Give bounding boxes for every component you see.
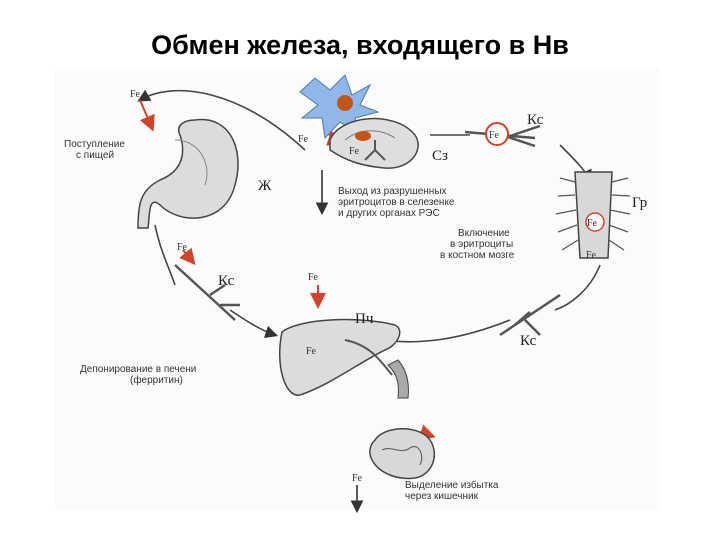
caption-marrow-1: Включение xyxy=(458,228,510,239)
fe-intake-arrow xyxy=(139,99,155,132)
fe-label-liver: Fe xyxy=(306,346,317,357)
caption-marrow-2: в эритроциты xyxy=(450,239,513,250)
caption-excretion-1: Выделение избытка xyxy=(405,479,499,491)
captions: Поступление с пищей Выход из разрушенных… xyxy=(64,139,515,502)
label-spleen: Сз xyxy=(432,148,448,164)
caption-spleen-1: Выход из разрушенных xyxy=(338,186,447,197)
label-blood-top: Кс xyxy=(527,112,544,128)
stomach-shape xyxy=(137,118,239,229)
organ-labels: Ж Сз Гр Пч Кс Кс Кс xyxy=(218,112,647,349)
caption-spleen-2: эритроцитов в селезенке xyxy=(338,197,455,208)
blood-vessel-right xyxy=(499,293,561,337)
fe-label-marrow-2: Fe xyxy=(586,250,597,261)
fe-label-spleen-2: Fe xyxy=(349,146,360,157)
label-stomach: Ж xyxy=(258,178,272,194)
blood-vessel-left xyxy=(174,264,240,321)
caption-spleen-3: и других органах РЭС xyxy=(338,208,440,219)
fe-label-marrow: Fe xyxy=(587,218,598,229)
fe-label-spleen: Fe xyxy=(298,134,309,145)
intestine-shape xyxy=(369,428,436,480)
cycle-path xyxy=(137,89,601,348)
caption-liver-2: (ферритин) xyxy=(130,374,183,386)
iron-metabolism-diagram: Fe Fe Fe Fe Fe Fe Fe Fe Fe Fe Ж Сз Гр Пч… xyxy=(55,68,660,514)
label-bone-marrow: Гр xyxy=(632,195,647,211)
caption-marrow-3: в костном мозге xyxy=(440,250,515,261)
fe-marker-top xyxy=(485,122,509,146)
liver-shape xyxy=(278,318,409,399)
label-blood-left: Кс xyxy=(218,273,235,289)
fe-label-left: Fe xyxy=(177,242,188,253)
fe-labels: Fe Fe Fe Fe Fe Fe Fe Fe Fe Fe xyxy=(130,89,598,484)
fe-label-liver-in: Fe xyxy=(308,272,319,283)
fe-label-intake: Fe xyxy=(130,89,141,100)
fe-label-vessel: Fe xyxy=(489,130,500,141)
spleen-shape xyxy=(299,74,419,169)
bone-marrow-shape xyxy=(555,171,631,259)
caption-excretion-2: через кишечник xyxy=(405,491,479,502)
caption-intake-2: с пищей xyxy=(76,150,114,161)
fe-label-excretion: Fe xyxy=(352,473,363,484)
label-liver: Пч xyxy=(355,311,374,327)
caption-intake-1: Поступление xyxy=(64,139,125,150)
caption-liver-1: Депонирование в печени xyxy=(80,364,196,375)
label-blood-right: Кс xyxy=(520,333,537,349)
page-title: Обмен железа, входящего в Нв xyxy=(151,30,569,60)
